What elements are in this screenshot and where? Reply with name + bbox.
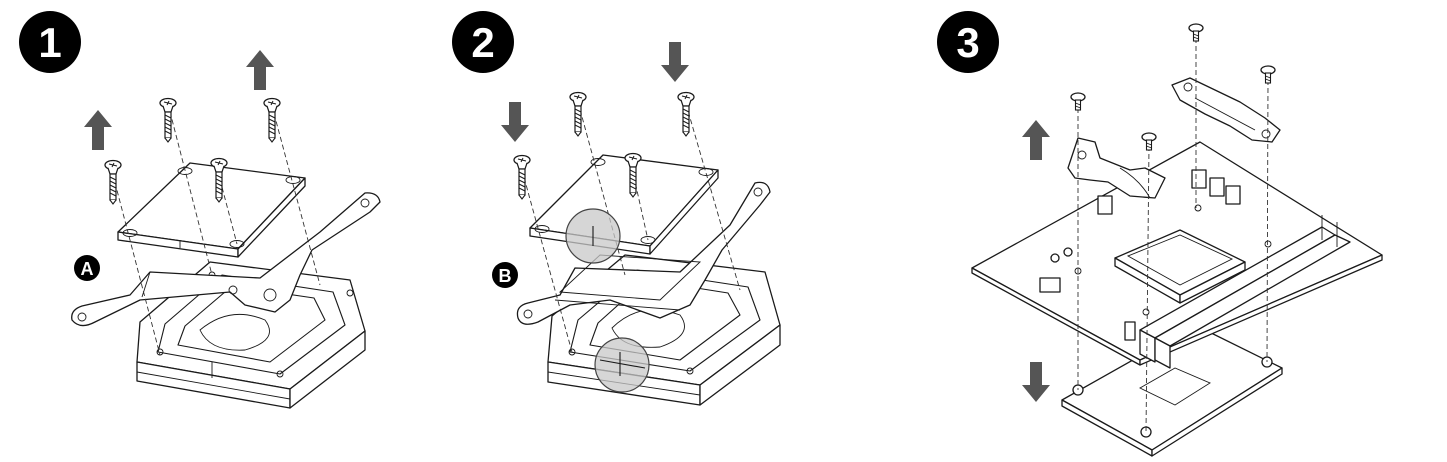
callout-b-label: B xyxy=(499,266,512,286)
screw-icon xyxy=(1070,92,1086,111)
screw-icon xyxy=(1188,23,1204,42)
step-1-number: 1 xyxy=(38,19,61,66)
screw-icon xyxy=(159,97,177,143)
motherboard xyxy=(971,141,1383,369)
step-3-illustration xyxy=(971,23,1383,457)
screw-icon xyxy=(104,159,122,205)
screw-icon xyxy=(263,97,281,143)
step-3-badge: 3 xyxy=(937,11,999,73)
arrow-down-icon xyxy=(501,102,529,142)
callout-a-label: A xyxy=(81,259,94,279)
alignment-notch-highlight xyxy=(594,337,650,393)
top-plate xyxy=(117,162,306,258)
step-3-number: 3 xyxy=(956,19,979,66)
mounting-bracket xyxy=(516,181,771,325)
retention-bracket-right xyxy=(1171,77,1281,143)
step-2-badge: 2 xyxy=(452,11,514,73)
top-plate xyxy=(529,154,719,255)
screw-icon xyxy=(569,91,587,137)
arrow-up-icon xyxy=(246,50,274,90)
screw-icon xyxy=(677,91,695,137)
step-2-illustration: B xyxy=(492,42,781,406)
arrow-up-icon xyxy=(84,110,112,150)
step-2-number: 2 xyxy=(471,19,494,66)
backplate xyxy=(1061,324,1283,457)
screw-icon xyxy=(1141,132,1157,151)
screw-icon xyxy=(513,154,531,200)
callout-b: B xyxy=(492,262,518,288)
arrow-down-icon xyxy=(1022,362,1050,402)
arrow-down-icon xyxy=(661,42,689,82)
callout-a: A xyxy=(74,255,100,281)
screw-icon xyxy=(1260,65,1276,84)
step-1-badge: 1 xyxy=(19,11,81,73)
step-1-illustration: A xyxy=(71,50,381,409)
arrow-up-icon xyxy=(1022,120,1050,160)
